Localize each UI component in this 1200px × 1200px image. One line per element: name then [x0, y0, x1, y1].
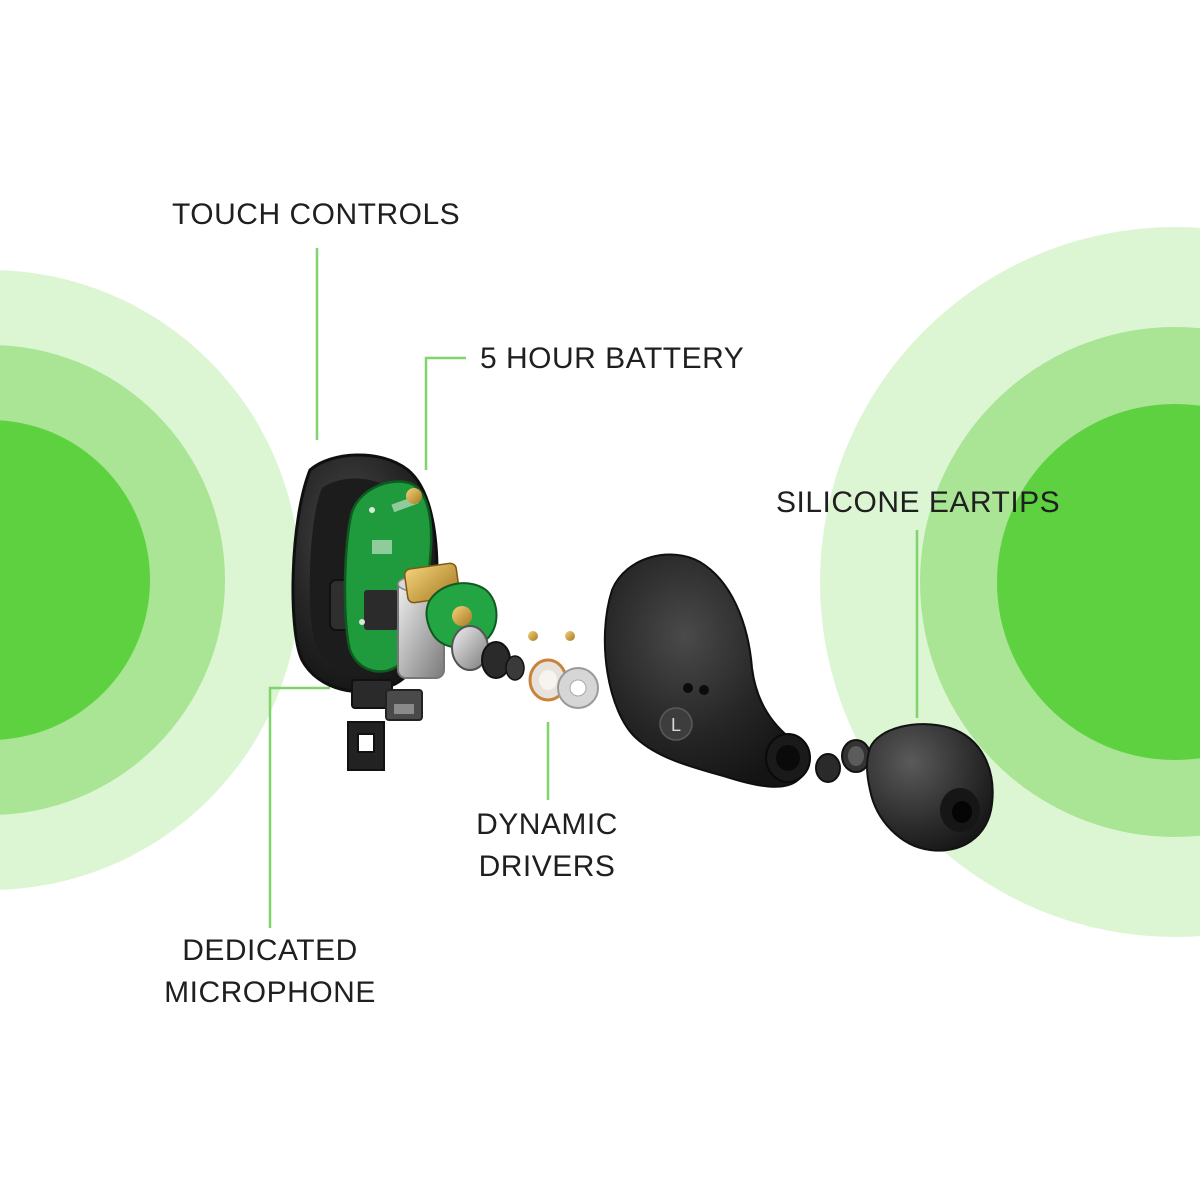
touch-controls-label: TOUCH CONTROLS — [172, 198, 461, 231]
battery-leader — [424, 356, 466, 470]
side-marker-letter: L — [671, 715, 681, 735]
microphone-module — [347, 679, 423, 771]
silicone-eartip — [866, 723, 994, 852]
right-ring-inner — [997, 404, 1200, 760]
dedicated-microphone-line-1: DEDICATED — [182, 934, 358, 967]
dedicated-microphone-label: DEDICATED MICROPHONE — [150, 930, 390, 1014]
mesh-filter — [815, 739, 871, 783]
right-sound-rings — [820, 227, 1200, 937]
dynamic-drivers-label: DYNAMIC DRIVERS — [462, 804, 632, 888]
dedicated-microphone-line-2: MICROPHONE — [164, 976, 376, 1009]
dynamic-drivers-line-2: DRIVERS — [478, 850, 616, 883]
battery-label: 5 HOUR BATTERY — [480, 342, 745, 375]
left-sound-rings — [0, 270, 300, 890]
left-ring-inner — [0, 420, 150, 740]
silicone-eartips-label: SILICONE EARTIPS — [776, 486, 1061, 519]
microphone-leader — [268, 686, 330, 928]
dynamic-drivers-line-1: DYNAMIC — [476, 808, 618, 841]
dynamic-driver-stack — [451, 625, 599, 709]
side-marker-badge — [659, 707, 693, 741]
earbud-body: L — [603, 553, 811, 788]
leader-lines — [268, 248, 919, 928]
